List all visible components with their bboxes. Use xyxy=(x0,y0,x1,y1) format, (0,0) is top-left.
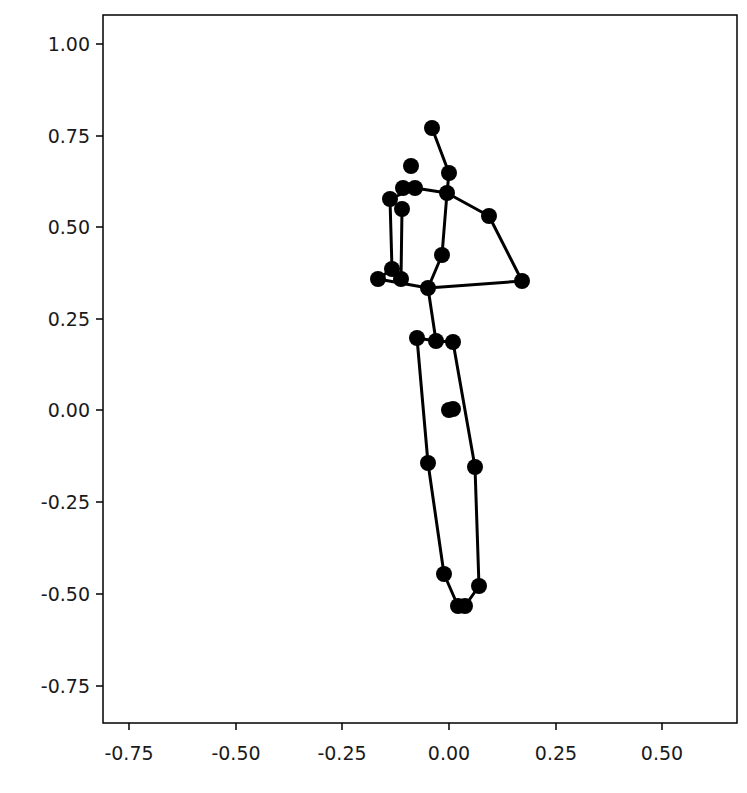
skeleton-joints xyxy=(370,120,530,614)
axes-frame xyxy=(103,15,737,723)
y-tick-label: 0.75 xyxy=(48,127,90,146)
y-tick-label: -0.75 xyxy=(41,677,90,696)
x-tick-label: 0.00 xyxy=(428,744,470,763)
y-tick-label: -0.25 xyxy=(41,493,90,512)
y-tick-label: -0.50 xyxy=(41,585,90,604)
y-tick-label: 0.25 xyxy=(48,310,90,329)
tick-marks xyxy=(96,44,662,730)
y-tick-label: 0.00 xyxy=(48,401,90,420)
y-tick-label: 1.00 xyxy=(48,35,90,54)
x-tick-label: -0.25 xyxy=(317,744,366,763)
x-tick-label: 0.25 xyxy=(535,744,577,763)
y-tick-label: 0.50 xyxy=(48,218,90,237)
x-tick-label: 0.50 xyxy=(641,744,683,763)
skeleton-lines xyxy=(378,128,522,606)
x-tick-label: -0.75 xyxy=(104,744,153,763)
x-tick-label: -0.50 xyxy=(211,744,260,763)
